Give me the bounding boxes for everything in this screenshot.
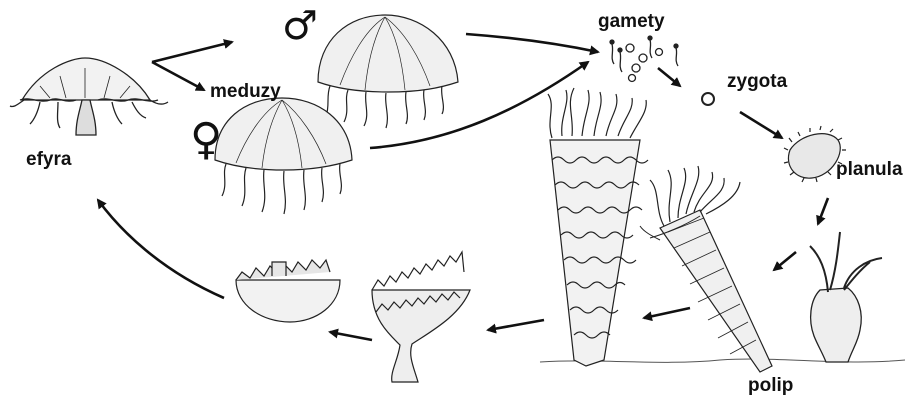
female-symbol-icon: ♀ (190, 118, 222, 162)
arrow-strobila-to-release (488, 320, 544, 330)
strobila-drawing (548, 88, 648, 366)
label-gamety: gamety (598, 12, 665, 31)
male-medusa-drawing (318, 15, 458, 128)
label-zygota: zygota (727, 72, 787, 91)
arrow-release-to-disk (330, 332, 372, 340)
arrow-disk-to-efyra (98, 200, 224, 298)
female-medusa-drawing (215, 98, 352, 214)
arrow-gametes-to-zygote (658, 68, 680, 86)
zygote-drawing (702, 93, 714, 105)
strobilating-polyp-drawing (640, 166, 772, 372)
arrow-male-to-gametes (466, 34, 598, 52)
arrow-zygote-to-planula (740, 112, 782, 138)
arrow-polyp-to-strobilation (774, 252, 796, 270)
arrow-efyra-to-meduzy (152, 62, 204, 90)
male-symbol-icon: ♂ (282, 6, 318, 46)
label-polip: polip (748, 376, 793, 395)
ephyra-drawing (10, 58, 168, 135)
releasing-polyp-drawing (372, 252, 470, 382)
young-polyp-drawing (810, 232, 882, 362)
label-efyra: efyra (26, 150, 71, 169)
label-meduzy: meduzy (210, 82, 281, 101)
arrow-strobilation-to-strobila (644, 308, 690, 318)
released-ephyra-drawing (236, 260, 340, 322)
arrow-efyra-to-male (152, 42, 232, 62)
label-planula: planula (836, 160, 903, 179)
arrow-planula-to-polyp (818, 198, 828, 224)
